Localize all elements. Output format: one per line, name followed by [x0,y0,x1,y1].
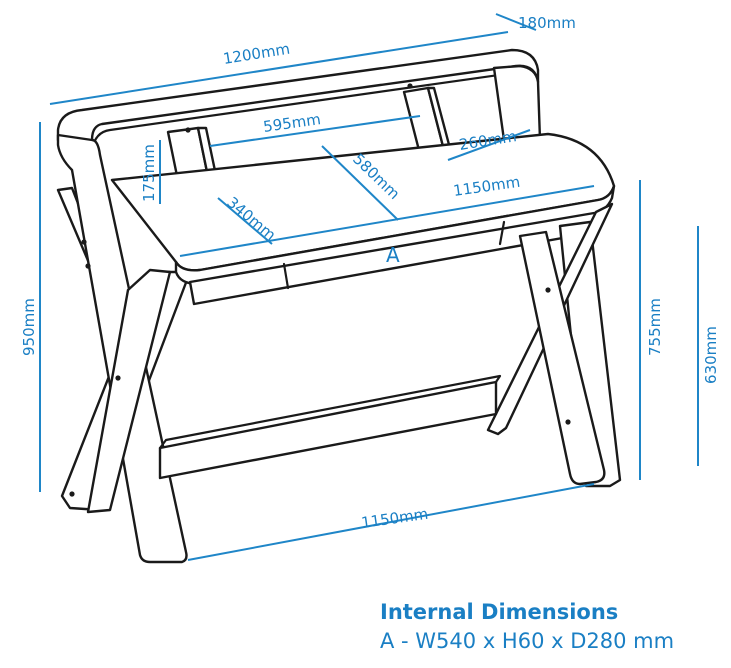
dim-line-desk-width [179,185,595,257]
mounting-hole [115,375,121,381]
dim-line-side-depth [447,129,531,161]
mounting-hole [81,239,87,245]
dim-line-top-depth [495,13,537,31]
footrest-bar [158,380,498,480]
mounting-hole [185,127,191,133]
dim-line-top-width [49,31,509,105]
right-side-panel [518,230,606,486]
dim-label-base-width: 1150mm [360,505,429,532]
mounting-hole [407,83,413,89]
drawer-label: A [386,243,400,267]
dim-label-top-depth: 180mm [518,14,576,32]
dim-label-desk-height: 755mm [646,298,664,356]
dim-label-total-height: 950mm [20,298,38,356]
drawer-handle-left [282,262,290,290]
desk-drawing [56,48,622,564]
left-cross-leg [86,268,172,514]
mounting-hole [85,263,91,269]
dim-line-desk-depth [321,145,399,221]
footrest-top-edge [158,374,502,450]
dim-label-under-height: 630mm [702,326,720,384]
mounting-hole [545,287,551,293]
internal-dimensions-detail: A - W540 x H60 x D280 mm [380,629,675,653]
internal-dimensions-title: Internal Dimensions [380,600,619,624]
dim-line-base-width [187,483,595,561]
internal-dimensions-note: Internal Dimensions A - W540 x H60 x D28… [380,598,674,656]
desk-front-edge [174,184,616,286]
dim-label-top-width: 1200mm [222,40,291,68]
dim-line-inner-depth [217,197,273,245]
drawer-handle-right [498,220,506,246]
dim-line-shelf-width [209,115,421,147]
mounting-hole [565,419,571,425]
mounting-hole [69,491,75,497]
dim-label-shelf-height: 175mm [140,144,158,202]
right-hutch-side [492,64,542,142]
